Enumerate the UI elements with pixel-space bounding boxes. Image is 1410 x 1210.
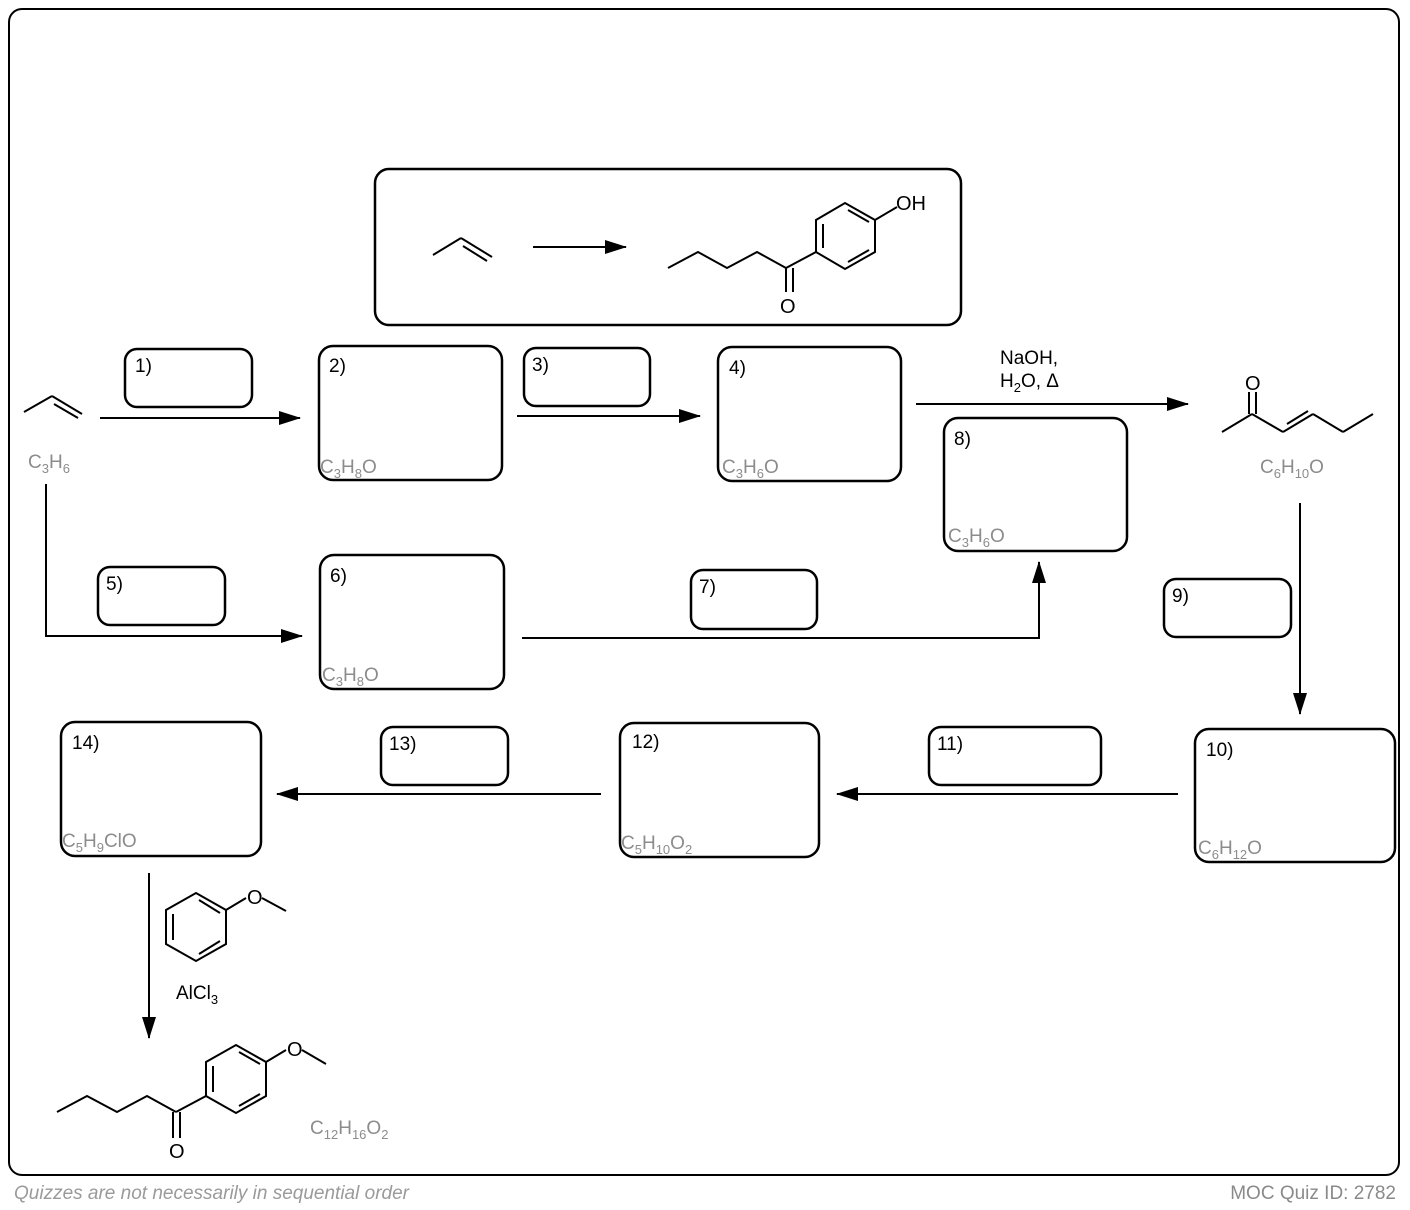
aldol-line1: NaOH, <box>1000 348 1058 369</box>
aldol-line2: H2O, Δ <box>1000 371 1059 395</box>
svg-text:5): 5) <box>106 574 123 595</box>
reagent-box-11[interactable]: 11) <box>927 725 1103 787</box>
enone-formula: C6H10O <box>1260 457 1324 481</box>
intermediate-box-8[interactable]: 8) C3H6O <box>942 416 1129 553</box>
target-box: OH O <box>373 167 963 327</box>
intermediate-box-2[interactable]: 2) C3H8O <box>317 344 504 482</box>
svg-text:12): 12) <box>632 732 659 753</box>
formula-6: C3H8O <box>322 665 379 689</box>
svg-text:11): 11) <box>937 734 963 755</box>
reagent-box-9[interactable]: 9) <box>1162 577 1293 639</box>
reagent-box-7[interactable]: 7) <box>689 568 819 631</box>
formula-2: C3H8O <box>320 457 377 481</box>
svg-text:2): 2) <box>329 356 346 377</box>
target-propene <box>432 237 493 262</box>
formula-10: C6H12O <box>1198 838 1262 862</box>
target-oh-label: OH <box>896 193 926 215</box>
anisole-molecule <box>165 891 287 963</box>
arrow-7 <box>522 561 1046 639</box>
reagent-box-5[interactable]: 5) <box>96 565 227 627</box>
start-formula: C3H6 <box>28 452 70 476</box>
intermediate-box-12[interactable]: 12) C5H10O2 <box>618 721 821 859</box>
intermediate-box-10[interactable]: 10) C6H12O <box>1193 727 1397 864</box>
product-ketone-o-label: O <box>169 1141 185 1163</box>
svg-text:13): 13) <box>389 734 416 755</box>
svg-text:4): 4) <box>729 358 746 379</box>
enone-o-label: O <box>1245 373 1261 395</box>
product-formula: C12H16O2 <box>310 1118 388 1142</box>
formula-8: C3H6O <box>948 526 1005 550</box>
alcl3-label: AlCl3 <box>176 983 218 1007</box>
intermediate-box-6[interactable]: 6) C3H8O <box>318 553 506 691</box>
target-molecule <box>667 201 898 292</box>
anisole-o-label: O <box>247 887 263 909</box>
formula-12: C5H10O2 <box>621 833 692 857</box>
formula-4: C3H6O <box>722 457 779 481</box>
product-molecule <box>56 1043 327 1138</box>
svg-text:9): 9) <box>1172 586 1189 607</box>
start-propene <box>23 395 83 419</box>
svg-text:3): 3) <box>532 355 549 376</box>
intermediate-box-14[interactable]: 14) C5H9ClO <box>59 720 263 858</box>
product-o-label: O <box>287 1039 303 1061</box>
svg-text:7): 7) <box>699 577 716 598</box>
enone-molecule <box>1221 392 1374 433</box>
svg-text:6): 6) <box>330 566 347 587</box>
reagent-box-3[interactable]: 3) <box>522 346 652 408</box>
reagent-box-1[interactable]: 1) <box>123 347 254 409</box>
svg-text:10): 10) <box>1206 740 1233 761</box>
outer-frame <box>8 8 1400 1176</box>
intermediate-box-4[interactable]: 4) C3H6O <box>716 345 903 483</box>
svg-text:14): 14) <box>72 733 99 754</box>
footer-note: Quizzes are not necessarily in sequentia… <box>14 1183 409 1204</box>
svg-text:8): 8) <box>954 429 971 450</box>
formula-14: C5H9ClO <box>62 831 137 855</box>
arrows <box>45 397 1307 1039</box>
reagent-box-13[interactable]: 13) <box>379 725 510 787</box>
quiz-id: MOC Quiz ID: 2782 <box>1230 1183 1396 1204</box>
svg-text:1): 1) <box>135 356 152 377</box>
arrow-5 <box>45 484 303 643</box>
target-ketone-o-label: O <box>780 296 796 318</box>
